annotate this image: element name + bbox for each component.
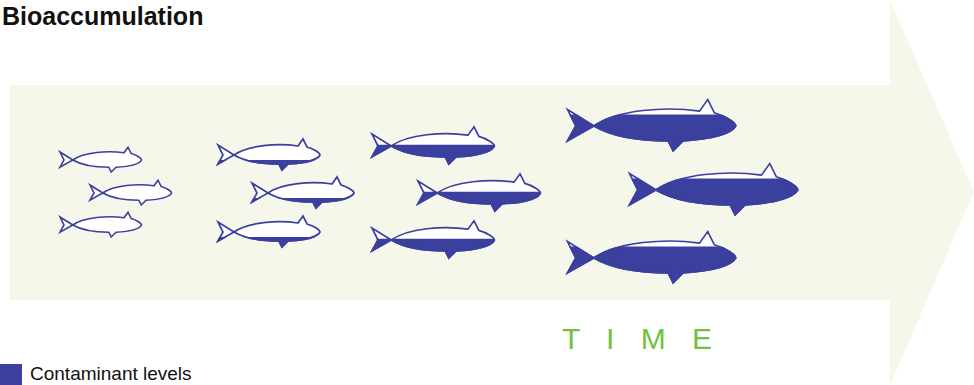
diagram-title: Bioaccumulation bbox=[2, 2, 203, 31]
fish bbox=[372, 127, 494, 164]
fish bbox=[90, 180, 172, 205]
legend-text: Contaminant levels bbox=[30, 363, 192, 385]
fish bbox=[568, 232, 736, 283]
fish bbox=[218, 216, 320, 247]
fish bbox=[60, 212, 142, 237]
time-arrow bbox=[10, 0, 974, 385]
legend-swatch bbox=[0, 364, 22, 385]
fish bbox=[372, 221, 494, 258]
fish bbox=[418, 174, 540, 211]
fish bbox=[630, 164, 798, 215]
fish bbox=[60, 147, 142, 172]
fish bbox=[568, 100, 736, 151]
fish bbox=[252, 177, 354, 208]
fish bbox=[218, 139, 320, 170]
axis-label: T I M E bbox=[562, 322, 712, 356]
